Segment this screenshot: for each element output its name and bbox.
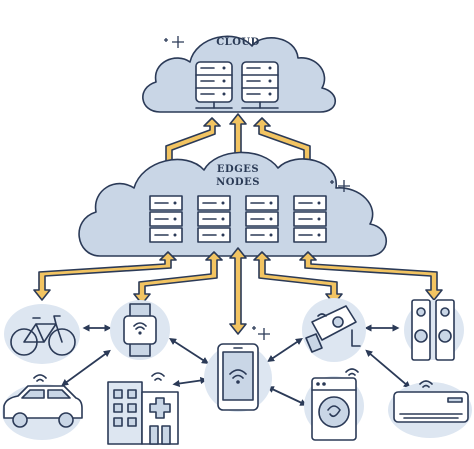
sparkle-icon [330,180,350,192]
car-icon [2,374,83,440]
cloud-edge-nodes: EDGES NODES [78,151,387,257]
bicycle-icon [4,304,80,364]
server-rack-icon [197,195,231,243]
speakers-icon [404,299,464,361]
sparkle-icon [252,326,270,340]
edge-device-arrows [33,247,443,335]
smartwatch-icon [110,300,170,360]
tablet-icon [204,343,272,412]
server-rack-icon [293,195,327,243]
hospital-icon [107,372,179,445]
washing-machine-icon [304,368,364,441]
cloud-label: CLOUD [216,37,260,48]
edge-label-line2: NODES [216,177,260,188]
device-links [61,324,411,406]
camera-icon [302,298,366,362]
database-icon [195,61,233,109]
server-rack-icon [149,195,183,243]
edge-label-line1: EDGES [217,164,259,175]
sparkle-icon [164,36,184,48]
database-icon [241,61,279,109]
air-conditioner-icon [388,380,472,438]
server-rack-icon [245,195,279,243]
cloud-top: CLOUD [142,35,337,113]
